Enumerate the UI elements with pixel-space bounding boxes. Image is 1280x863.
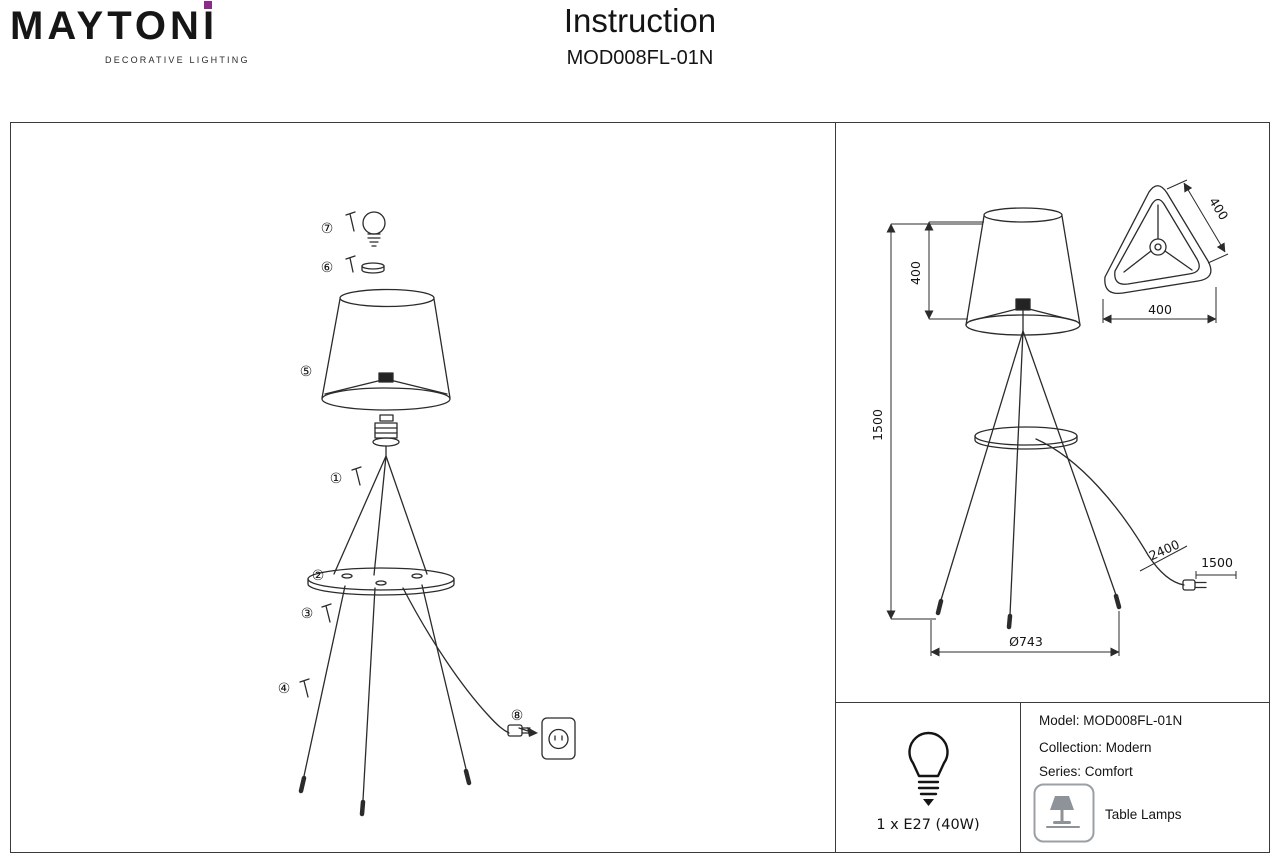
dim-cable-total: 2400 [1147,537,1182,564]
screw-icon-6 [345,255,356,273]
bulb-spec-label: 1 x E27 (40W) [876,817,979,833]
plug [507,724,523,737]
dim-shade-height: 400 [908,261,923,285]
spec-model: Model: MOD008FL-01N [1039,713,1183,728]
floor-lamp-drawing [935,207,1207,630]
spec-collection: Collection: Modern [1039,740,1152,755]
lampshade-part [321,288,451,411]
plug [1182,579,1196,591]
callout-2: ② [312,568,325,584]
title-block: Instruction MOD008FL-01N [0,2,1280,70]
assembly-callouts: ⑦ ⑥ ⑤ ① ② ③ ④ ⑧ [278,221,524,724]
brand-last-letter: I [202,1,219,49]
screw-icon-1 [351,466,362,486]
brand-dot-icon [203,1,212,9]
lower-legs-part [298,584,472,817]
assembly-panel: ⑦ ⑥ ⑤ ① ② ③ ④ ⑧ [10,122,836,853]
brand-text-main: MAYTON [10,4,203,48]
callout-7: ⑦ [321,221,334,237]
dim-cable-to-plug: 1500 [1201,555,1233,570]
power-cable [402,587,531,737]
callout-8: ⑧ [511,708,524,724]
brand-wordmark: MAYTONI [10,1,219,49]
bulb-spec-graphic: 1 x E27 (40W) [876,731,980,833]
socket-assembly-part [372,414,400,457]
table-lamp-icon [1033,783,1095,843]
dim-shade-top-width: 400 [1148,302,1172,317]
dimension-lines [886,179,1237,657]
callout-5: ⑤ [300,364,313,380]
dimensions-panel: 1500 400 400 400 2400 1500 Ø743 [835,122,1270,703]
dimension-labels: 1500 400 400 400 2400 1500 Ø743 [870,195,1233,649]
brand-logo: MAYTONI DECORATIVE LIGHTING [10,1,247,65]
screw-icon-3 [321,603,332,623]
spec-series: Series: Comfort [1039,764,1133,779]
upper-tripod-part [333,455,428,576]
screw-icon-4 [299,678,310,698]
product-info-panel: Model: MOD008FL-01N Collection: Modern S… [1020,702,1270,853]
assembly-exploded-diagram: ⑦ ⑥ ⑤ ① ② ③ ④ ⑧ [278,211,576,817]
dimensions-diagram: 1500 400 400 400 2400 1500 Ø743 [870,179,1237,657]
page-title: Instruction [563,2,717,39]
table-lamp-glyph [1046,796,1080,828]
bulb-icon [908,731,949,806]
category-label: Table Lamps [1105,807,1182,822]
dim-lamp-height: 1500 [870,409,885,441]
bulb-part [362,211,386,247]
screw-icon-7 [345,211,356,232]
model-number: MOD008FL-01N [566,47,714,69]
callout-1: ① [330,471,343,487]
socket-ring-part [361,262,385,274]
shelf-disc-part [307,567,455,596]
wall-outlet [541,717,576,760]
brand-text-last: I [202,4,219,48]
dim-shade-top-diagonal: 400 [1206,195,1231,223]
callout-4: ④ [278,681,291,697]
brand-subtitle: DECORATIVE LIGHTING [105,55,250,65]
content-frame: ⑦ ⑥ ⑤ ① ② ③ ④ ⑧ [10,122,1270,853]
callout-6: ⑥ [321,260,334,276]
plug-direction-arrow [518,727,538,737]
cable-line [1035,438,1185,586]
dim-base-diameter: Ø743 [1009,634,1043,649]
shade-top-view [1104,185,1212,295]
bulb-spec-panel: 1 x E27 (40W) [835,702,1021,853]
callout-3: ③ [301,606,314,622]
